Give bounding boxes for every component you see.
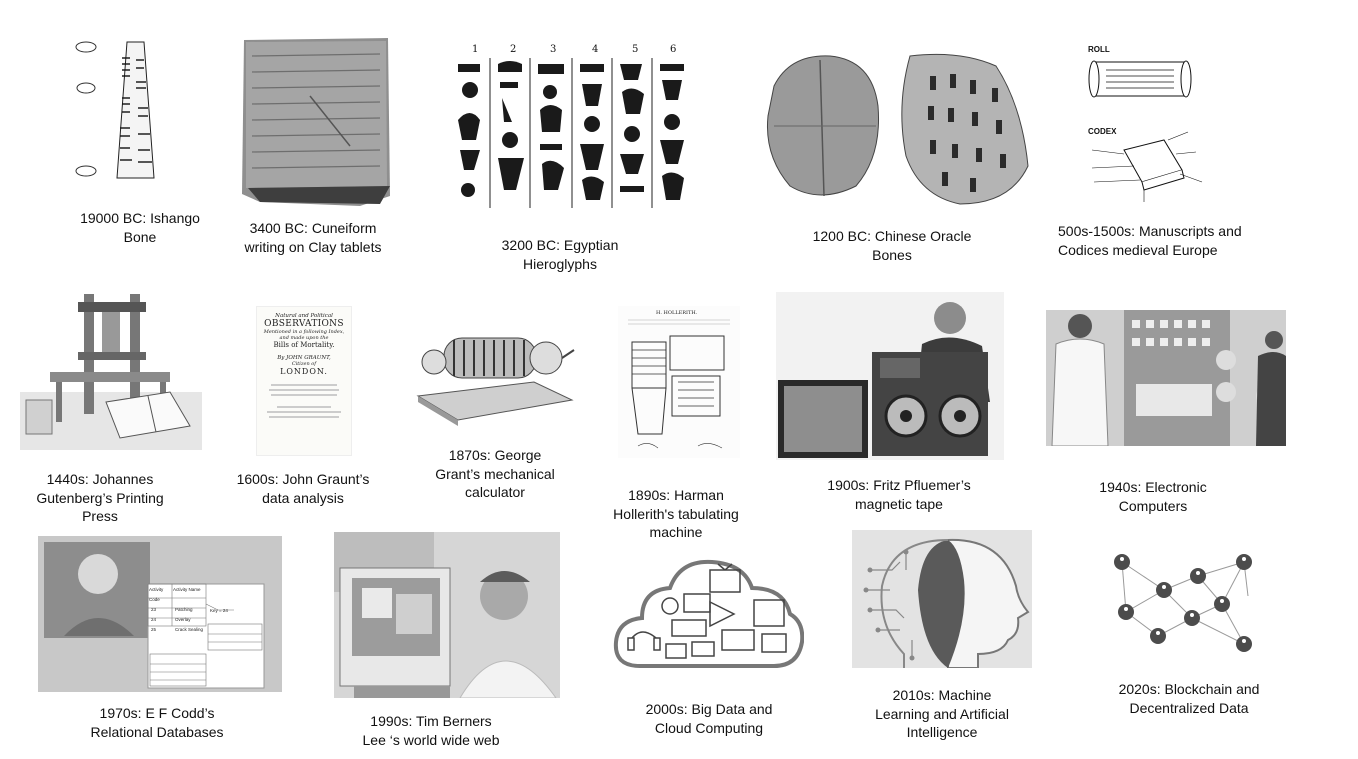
pfluemer-photo — [776, 292, 1004, 460]
page-line: OBSERVATIONS — [264, 319, 344, 329]
electronic-computer-photo — [1046, 310, 1286, 446]
codex-label: CODEX — [1088, 127, 1117, 136]
mechanical-calculator-engraving — [414, 322, 576, 426]
cloud-computing-illustration — [612, 554, 804, 672]
table-cell: 25 — [151, 627, 157, 632]
table-header: Activity Code — [149, 587, 164, 602]
berners-lee-photo — [334, 532, 560, 698]
col-number: 5 — [632, 44, 638, 55]
patent-header: H. HOLLERITH. — [656, 310, 698, 316]
printing-press-engraving — [20, 292, 202, 450]
page-line: and made upon the — [279, 335, 329, 341]
table-cell: Overlay — [175, 617, 191, 622]
table-header: Activity Name — [173, 587, 201, 592]
col-number: 2 — [510, 44, 516, 55]
page-line: Natural and Political — [275, 313, 333, 319]
table-cell: 23 — [151, 607, 157, 612]
ai-head-illustration — [852, 530, 1032, 668]
graunt-title-page: Natural and Political OBSERVATIONS Menti… — [256, 306, 352, 456]
codd-relational-collage: Activity Code Activity Name 23 Patching 24… — [38, 536, 282, 692]
hieroglyphs-chart: 1 2 3 4 5 6 — [446, 40, 696, 210]
roll-and-codex-drawing: ROLL CODEX — [1084, 40, 1214, 206]
table-cell: Patching — [175, 607, 193, 612]
key-label: Key = 24 — [210, 608, 228, 613]
roll-label: ROLL — [1088, 45, 1110, 54]
ishango-bone-drawing — [72, 38, 172, 183]
col-number: 3 — [550, 44, 556, 55]
blockchain-network-diagram — [1108, 548, 1262, 658]
col-number: 1 — [472, 44, 478, 55]
page-line: By JOHN GRAUNT, — [277, 355, 331, 361]
oracle-bones-photo — [760, 46, 1032, 208]
col-number: 6 — [670, 44, 676, 55]
page-line: Bills of Mortality. — [273, 341, 335, 349]
table-cell: Crack Sealing — [175, 627, 204, 632]
table-cell: 24 — [151, 617, 157, 622]
page-line: LONDON. — [280, 367, 328, 376]
col-number: 4 — [592, 44, 598, 55]
page-line: Citizen of — [291, 361, 317, 367]
hollerith-patent-drawing: H. HOLLERITH. — [618, 306, 740, 458]
page-line: Mentioned in a following Index, — [263, 329, 345, 335]
clay-tablet-photo — [240, 36, 392, 206]
